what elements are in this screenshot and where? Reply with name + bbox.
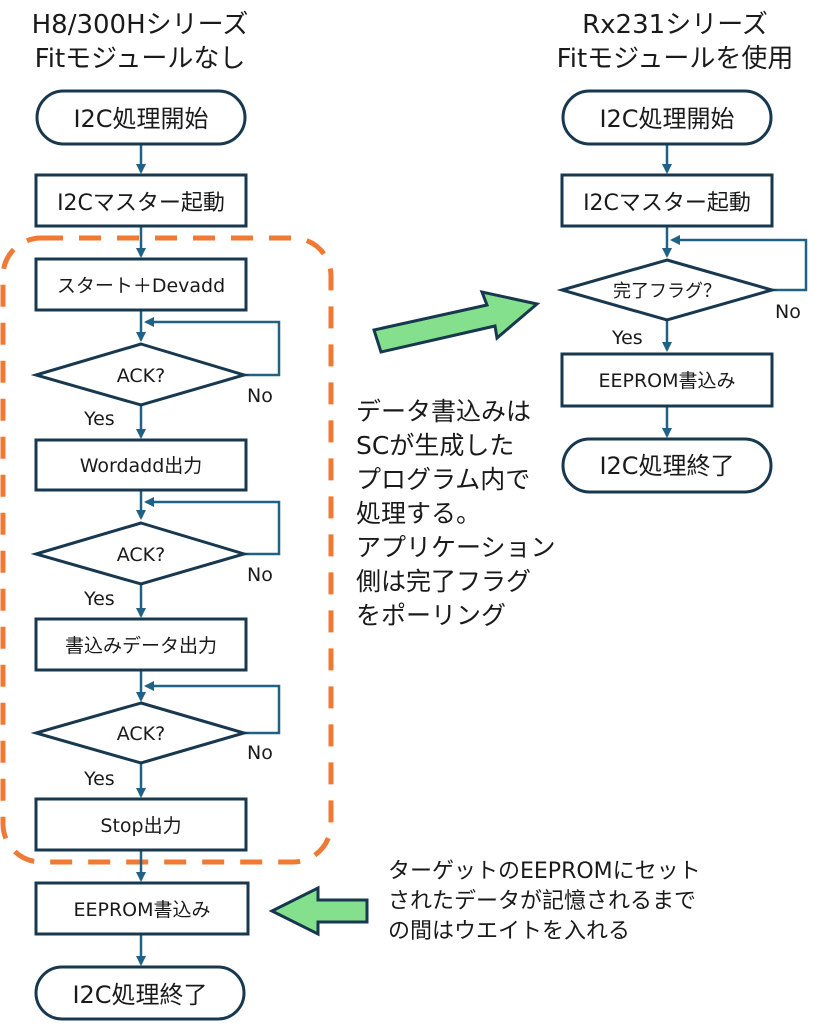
polling-note-line: データ書込みは: [356, 397, 532, 426]
right-flag-yes-label: Yes: [611, 327, 643, 349]
left-ack3-no-label: No: [247, 742, 273, 764]
left-pointing-arrow-icon: [268, 885, 369, 937]
polling-note-line: アプリケーション: [356, 533, 556, 562]
right-master-start-label: I2Cマスター起動: [583, 191, 751, 216]
right-flag-no-label: No: [775, 301, 801, 323]
left-ack3-yes-label: Yes: [83, 768, 115, 790]
right-title: Rx231シリーズ Fitモジュールを使用: [530, 8, 820, 76]
left-eeprom-write-box: [34, 881, 250, 936]
left-master-start-box: [34, 173, 248, 228]
left-title: H8/300Hシリーズ Fitモジュールなし: [0, 8, 280, 76]
right-done-flag-label: 完了フラグ？: [613, 281, 721, 302]
left-ack1-yes-label: Yes: [83, 408, 115, 430]
right-done-flag-decision: [556, 258, 778, 322]
right-pointing-arrow-icon: [372, 289, 541, 354]
left-stop-box: [34, 797, 248, 852]
loop-ack1-no: [144, 317, 281, 377]
polling-note: データ書込みは SCが生成した プログラム内で 処理する。 アプリケーション 側…: [356, 395, 556, 633]
left-connectors: [136, 144, 281, 966]
left-ack2-no-label: No: [247, 564, 273, 586]
left-ack1-decision: [30, 342, 250, 407]
left-start-label: I2C処理開始: [73, 105, 208, 133]
left-end-terminator: [34, 965, 246, 1021]
right-loop-flag-no: [670, 235, 808, 292]
loop-ack2-no: [144, 497, 281, 556]
wait-note: ターゲットのEEPROMにセット されたデータが記憶されるまで の間はウエイトを…: [388, 857, 701, 947]
wait-note-line: の間はウエイトを入れる: [388, 919, 631, 944]
fsp-processing-group: [0, 235, 334, 865]
right-title-line-1: Rx231シリーズ: [582, 10, 768, 40]
right-eeprom-write-box: [560, 352, 774, 408]
polling-note-line: 処理する。: [356, 499, 482, 528]
left-wordadd-box: [34, 438, 248, 492]
left-start-devadd-box: [34, 257, 248, 312]
left-writedata-label: 書込みデータ出力: [65, 635, 217, 657]
right-title-line-2: Fitモジュールを使用: [556, 44, 794, 74]
polling-note-line: をポーリング: [356, 601, 507, 630]
right-eeprom-write-label: EEPROM書込み: [598, 370, 735, 392]
left-writedata-box: [34, 617, 248, 672]
left-eeprom-write-label: EEPROM書込み: [73, 899, 210, 921]
left-ack3-decision: [30, 701, 250, 765]
left-wordadd-label: Wordadd出力: [80, 455, 203, 477]
left-ack2-label: ACK?: [117, 544, 165, 566]
left-title-line-1: H8/300Hシリーズ: [31, 10, 249, 40]
right-connectors: [662, 144, 808, 438]
left-ack2-decision: [30, 521, 250, 586]
polling-note-line: プログラム内で: [356, 465, 531, 494]
wait-note-line: されたデータが記憶されるまで: [388, 889, 697, 914]
wait-note-line: ターゲットのEEPROMにセット: [388, 859, 701, 884]
right-start-terminator: [561, 89, 773, 146]
left-ack3-label: ACK?: [117, 723, 165, 745]
right-start-label: I2C処理開始: [599, 105, 734, 133]
polling-note-line: SCが生成した: [356, 431, 515, 460]
left-start-terminator: [35, 89, 247, 146]
right-master-start-box: [560, 173, 774, 228]
left-ack1-no-label: No: [247, 385, 273, 407]
left-ack1-label: ACK?: [117, 365, 165, 387]
right-end-terminator: [561, 437, 773, 494]
polling-note-line: 側は完了フラグ: [356, 567, 532, 596]
right-end-label: I2C処理終了: [599, 452, 734, 480]
left-stop-label: Stop出力: [100, 815, 181, 837]
left-title-line-2: Fitモジュールなし: [34, 44, 246, 74]
left-ack2-yes-label: Yes: [83, 588, 115, 610]
left-end-label: I2C処理終了: [72, 981, 207, 1009]
loop-ack3-no: [144, 681, 281, 735]
left-start-devadd-label: スタート＋Devadd: [57, 275, 225, 297]
left-master-start-label: I2Cマスター起動: [57, 191, 225, 216]
